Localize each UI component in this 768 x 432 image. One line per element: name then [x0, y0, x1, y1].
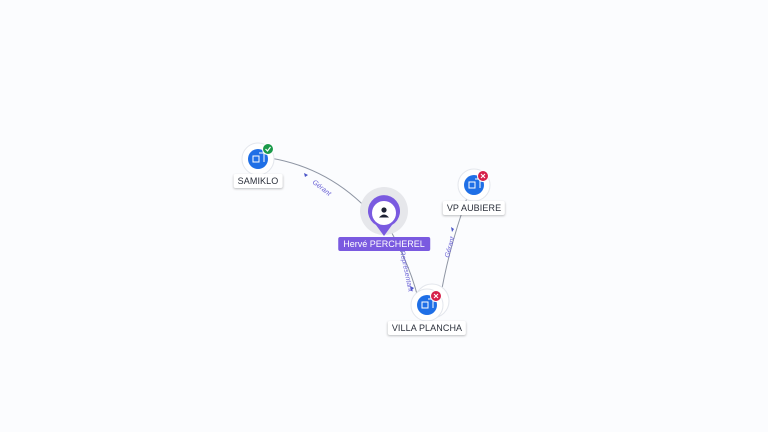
person-name-label[interactable]: Hervé PERCHEREL	[338, 237, 430, 251]
person-icon	[379, 207, 389, 218]
company-node-vp-aubiere[interactable]	[457, 168, 491, 202]
company-label-samiklo[interactable]: SAMIKLO	[233, 174, 283, 188]
company-label-vp-aubiere[interactable]: VP AUBIERE	[442, 201, 506, 215]
edge-label: Représentant	[398, 250, 414, 294]
arrow-icon	[304, 173, 308, 177]
arrow-icon	[410, 286, 414, 291]
company-node-samiklo[interactable]	[241, 142, 275, 176]
company-node-villa-plancha[interactable]	[410, 283, 450, 322]
arrow-icon	[451, 227, 454, 232]
edge-label: Gérant	[311, 179, 333, 198]
check-icon	[262, 143, 274, 155]
edge-person-samiklo[interactable]: Gérant	[269, 157, 373, 215]
cross-icon	[430, 290, 442, 302]
edge-label: Gérant	[444, 235, 457, 259]
company-label-villa-plancha[interactable]: VILLA PLANCHA	[387, 321, 467, 335]
person-node[interactable]	[360, 187, 408, 236]
cross-icon	[477, 170, 489, 182]
